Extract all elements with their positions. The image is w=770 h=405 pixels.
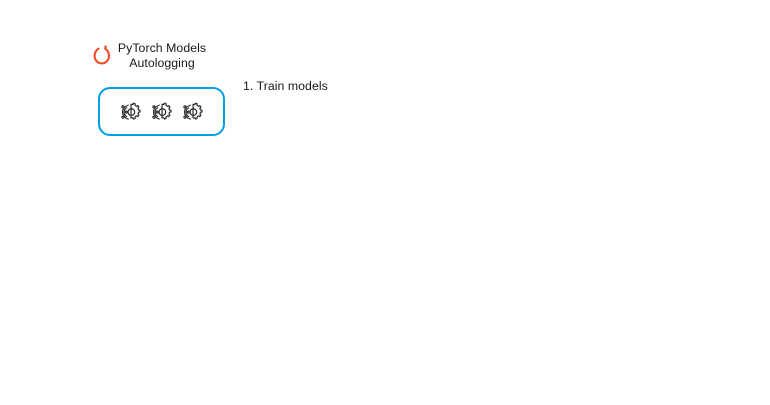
group-label-line-2: Autologging (129, 55, 195, 70)
gear-icon (182, 101, 203, 123)
pytorch-models-container[interactable] (98, 87, 225, 136)
gear-icon (151, 101, 172, 123)
gear-icon (120, 101, 141, 123)
group-label-line-1: PyTorch Models (117, 41, 207, 55)
step-caption-train-models: 1. Train models (243, 79, 328, 93)
group-label: PyTorch Models Autologging (102, 41, 222, 70)
pytorch-flame-icon (92, 44, 112, 66)
